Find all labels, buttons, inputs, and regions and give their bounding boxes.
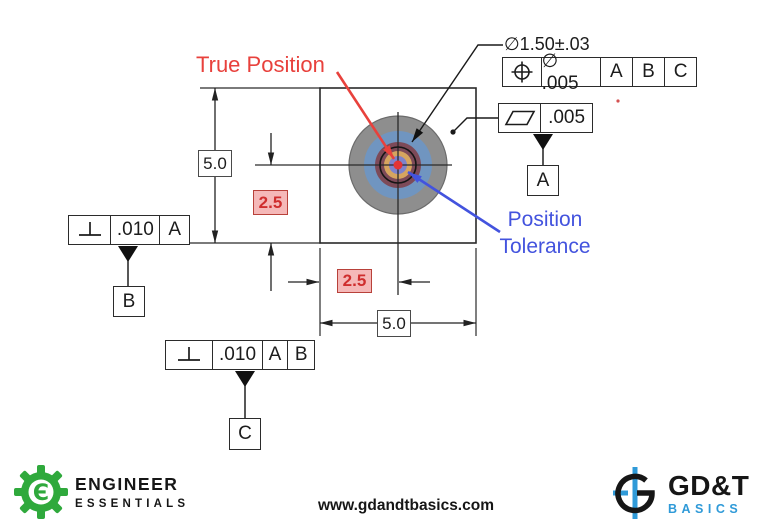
center-offset-y-value: 2.5: [253, 190, 288, 215]
center-offset-x-value: 2.5: [337, 269, 372, 293]
gdt-basics-line2: BASICS: [668, 502, 743, 516]
position-tolerance-line1: Position: [507, 208, 583, 231]
size-callout-leader: [411, 44, 503, 143]
position-tolerance-leader: [407, 170, 501, 234]
datum-a-box: A: [527, 165, 559, 196]
gdt-crosshair-icon: [613, 467, 655, 519]
position-datum-a: A: [599, 58, 632, 86]
center-lines: [255, 112, 452, 295]
height-dimension-value: 5.0: [198, 150, 232, 177]
datum-triangles: [118, 134, 553, 419]
perp-bottom-tolerance-value: .010: [212, 341, 261, 369]
true-position-dot: [393, 160, 403, 170]
gear-monogram: Є: [33, 481, 49, 506]
gdt-basics-line1: GD&T: [668, 470, 750, 501]
gdt-basics-logo: GD&T BASICS: [610, 464, 749, 522]
engineer-essentials-line2: ESSENTIALS: [75, 498, 190, 510]
engineer-essentials-line1: ENGINEER: [75, 474, 179, 494]
width-dimension-value: 5.0: [377, 310, 411, 337]
stray-mark: [616, 99, 620, 103]
position-datum-c: C: [664, 58, 696, 86]
datum-c-box: C: [229, 418, 261, 450]
perp-bottom-datum-b: B: [287, 341, 314, 369]
parallelism-feature-control-frame: .005: [498, 103, 593, 133]
position-feature-control-frame: ∅ .005 A B C: [502, 51, 697, 94]
website-text: www.gdandtbasics.com: [318, 497, 494, 514]
position-symbol-icon: [503, 58, 541, 86]
position-tolerance-line2: Tolerance: [499, 235, 591, 258]
perpendicularity-left-frame: .010 A: [68, 215, 190, 245]
parallelism-leader: [450, 117, 498, 135]
perpendicularity-symbol-icon: [166, 341, 212, 369]
true-position-label: True Position: [196, 52, 325, 77]
hole-circle: [379, 146, 417, 184]
hole-size-callout: ∅1.50±.03: [504, 34, 590, 54]
perp-left-tolerance-value: .010: [110, 216, 159, 244]
perp-bottom-datum-a: A: [261, 341, 288, 369]
datum-b-box: B: [113, 286, 145, 317]
perp-left-datum-a: A: [159, 216, 189, 244]
position-tolerance-label: Position Tolerance: [488, 206, 602, 260]
parallelism-symbol-icon: [499, 104, 540, 132]
engineer-essentials-logo: Є ENGINEER ESSENTIALS: [13, 463, 189, 521]
position-datum-b: B: [631, 58, 665, 86]
gear-icon: Є: [14, 465, 68, 519]
position-tolerance-value: ∅ .005: [540, 51, 600, 94]
parallelism-tolerance-value: .005: [540, 104, 592, 132]
perpendicularity-bottom-frame: .010 A B: [165, 340, 315, 370]
perpendicularity-symbol-icon: [69, 216, 110, 244]
true-position-leader: [335, 71, 396, 160]
